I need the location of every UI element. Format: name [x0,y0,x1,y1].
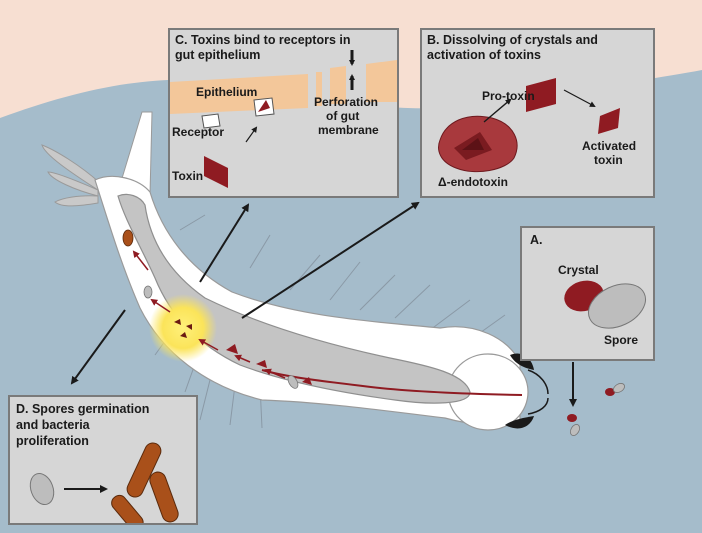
activation-arrow [564,90,594,106]
epithelium-label: Epithelium [196,86,257,99]
delta-endotoxin-label: Δ-endotoxin [438,176,508,189]
panel-c-title-line2: gut epithelium [175,49,260,63]
panel-c-title-line1: C. Toxins bind to receptors in [175,34,350,48]
perforation-label-line1: Perforation [314,96,378,109]
panel-b: B. Dissolving of crystals and activation… [420,28,655,198]
perforation-label-line3: membrane [318,124,379,137]
panel-d-title-line3: proliferation [16,435,89,449]
panel-d: D. Spores germination and bacteria proli… [8,395,198,525]
toxin-label: Toxin [172,170,203,183]
crystal-particle [567,414,577,422]
spore-label: Spore [604,334,638,347]
perforation-label-line2: of gut [326,110,359,123]
activated-toxin-label-line2: toxin [594,154,623,167]
protoxin-label: Pro-toxin [482,90,535,103]
receptor-label: Receptor [172,126,224,139]
receptor-binding-arrow [246,128,256,142]
panel-a: A. Crystal Spore [520,226,655,361]
dissolving-arrow [484,100,510,122]
bacterium-rod [109,493,146,523]
panel-b-title-line2: activation of toxins [427,49,541,63]
panel-d-title-line1: D. Spores germination [16,403,149,417]
panel-d-title-line2: and bacteria [16,419,90,433]
panel-b-title-line1: B. Dissolving of crystals and [427,34,598,48]
panel-c: C. Toxins bind to receptors in gut epith… [168,28,399,198]
toxin-shape [204,156,228,188]
crystal-label: Crystal [558,264,599,277]
panel-a-title: A. [530,234,543,248]
spore-in-gut [144,286,152,298]
activated-toxin-shape [598,108,620,134]
spore-shape [26,470,58,508]
bacteria-in-gut [123,230,133,246]
bacterium-rod [148,470,181,523]
activated-toxin-label-line1: Activated [582,140,636,153]
